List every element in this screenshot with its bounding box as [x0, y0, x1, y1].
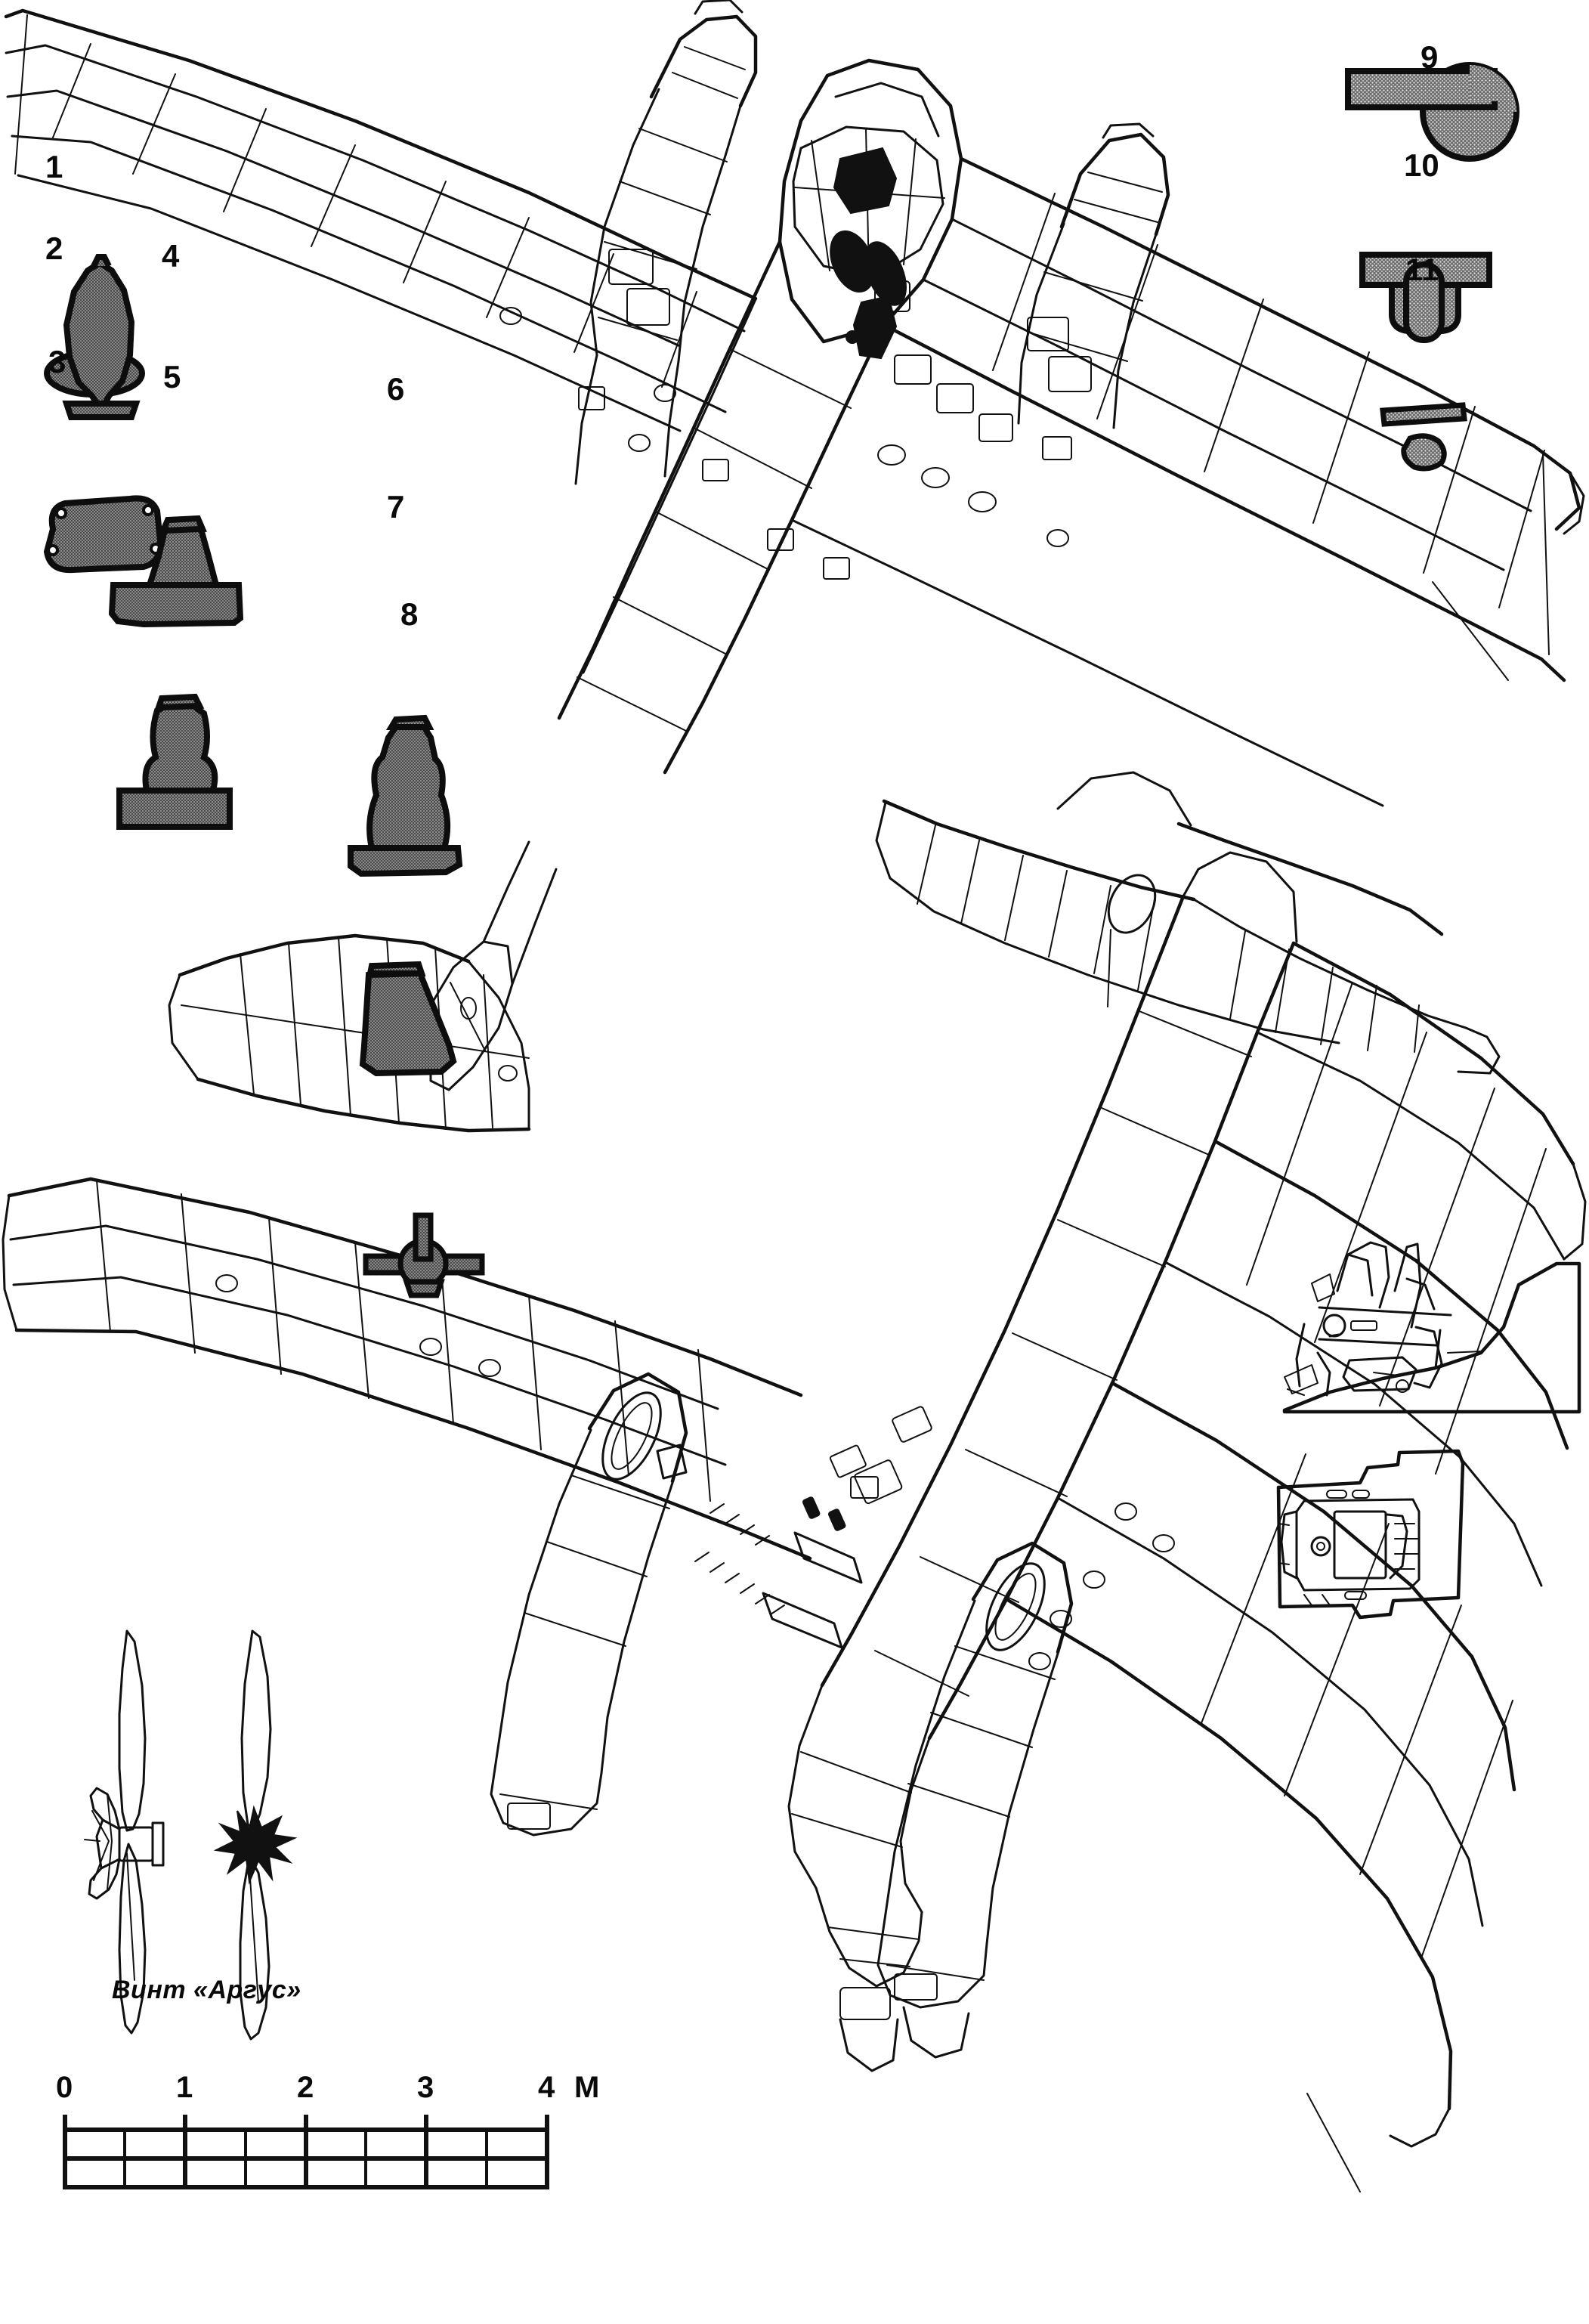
propeller-caption: Винт «Аргус»: [112, 1976, 301, 2004]
propeller-front-view: [213, 1629, 298, 2041]
detail-label-10: 10: [1404, 147, 1439, 183]
detail-label-7: 7: [387, 489, 405, 525]
detail-label-9: 9: [1421, 39, 1439, 75]
detail-label-2: 2: [45, 231, 63, 266]
scale-tick-1: 1: [176, 2071, 193, 2104]
detail-shape-2: [43, 495, 164, 574]
scale-tick-2: 2: [297, 2071, 314, 2104]
scale-tick-4: 4: [538, 2071, 555, 2104]
detail-shape-9: [1345, 62, 1519, 162]
scale-tick-0: 0: [56, 2071, 73, 2104]
scale-tick-3: 3: [417, 2071, 434, 2104]
detail-shape-11: [1380, 402, 1467, 472]
detail-label-5: 5: [163, 359, 181, 395]
detail-label-11: 11: [1405, 252, 1439, 287]
detail-shape-5: [116, 693, 233, 830]
detail-label-6: 6: [387, 371, 405, 407]
propeller-side-view: [84, 1629, 165, 2035]
detail-shape-10: [1359, 252, 1492, 343]
detail-shape-3: [62, 254, 141, 420]
detail-label-4: 4: [162, 238, 180, 274]
detail-label-1: 1: [45, 149, 63, 184]
upper-aircraft-plan-view: [4, 0, 1585, 1133]
scale-unit-label: M: [574, 2071, 600, 2104]
detail-label-3: 3: [48, 344, 66, 379]
detail-shape-4: [108, 515, 244, 628]
detail-shape-6: [348, 714, 463, 877]
detail-label-8: 8: [400, 596, 419, 632]
cockpit-side-section-detail: [1282, 1241, 1581, 1414]
detail-shape-8: [363, 1212, 485, 1298]
detail-shape-7: [359, 961, 457, 1077]
cockpit-top-section-detail: [1276, 1449, 1465, 1620]
